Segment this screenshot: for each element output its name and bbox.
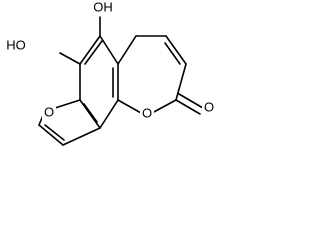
bond-c5-c4a [99,35,119,65]
bond-c1p-carbonyl-double [178,93,204,109]
carbonyl-oxygen-label: O [204,99,214,114]
bond-c4a-c4 [117,35,137,65]
bond-c2-c3 [38,124,64,146]
bond-c6-oh [59,52,81,65]
chemical-structure-diagram: OH HO O O O [0,0,216,146]
bonds [38,16,204,146]
atom-labels: OH HO O O O [0,0,216,122]
bond-o-c8a [117,99,142,114]
hydroxyl-label-top: OH [93,0,113,14]
bond-c3-c9 [62,127,101,146]
furan-oxygen-label: O [44,104,54,119]
bond-c1p-o [151,99,177,114]
bond-c2-c3-double [44,124,65,141]
pyranone-oxygen-label: O [142,105,152,120]
bond-c3p-c2p [165,35,187,65]
bond-c3p-c2p-double [164,42,181,65]
bond-c1p-carbonyl [175,99,201,115]
hydroxyl-label-left: HO [6,37,26,52]
bond-c5-c6 [79,35,101,65]
bond-c2p-c1p [175,63,187,101]
bond-c9-c7 [79,99,101,129]
bond-c9-c7-double [83,103,98,123]
bond-c7-o [54,99,81,109]
bond-c8a-c9 [99,99,119,129]
bond-c5-c6-double [84,40,103,65]
